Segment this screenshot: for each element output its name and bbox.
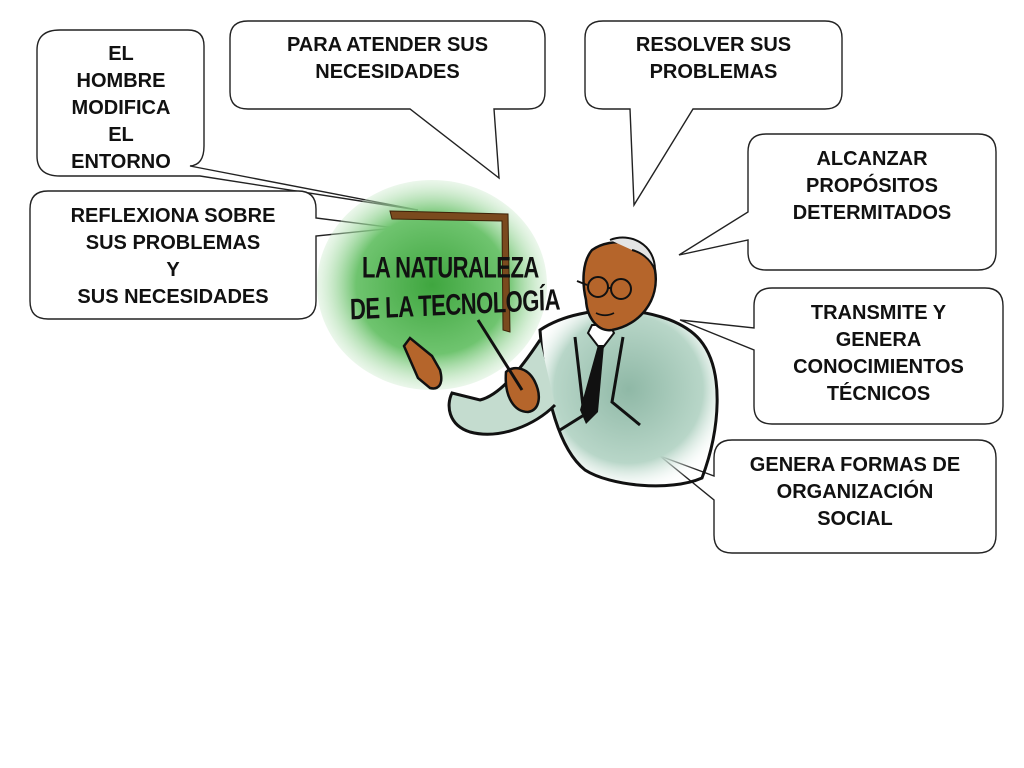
bubble-alcanzar-text: ALCANZAR PROPÓSITOS DETERMITADOS: [792, 148, 952, 224]
bubble-reflexiona-text: REFLEXIONA SOBRE SUS PROBLEMAS Y SUS NEC…: [70, 205, 276, 308]
bubble-transmite-text: TRANSMITE Y GENERA CONOCIMIENTOS TÉCNICO…: [793, 302, 964, 405]
bubble-alcanzar: [678, 133, 997, 271]
teacher-illustration: [402, 236, 719, 488]
bubble-resolver-text: RESOLVER SUS PROBLEMAS: [635, 34, 792, 83]
bubble-atender: [229, 20, 546, 180]
board-title-line1: LA NATURALEZA: [362, 250, 539, 285]
bubble-transmite: [679, 287, 1004, 425]
bubble-reflexiona: [29, 190, 396, 320]
bubble-atender-text: PARA ATENDER SUS NECESIDADES: [286, 34, 489, 83]
bubble-genera: [659, 439, 997, 554]
bubble-resolver: [584, 20, 843, 208]
bubble-hombre-text: EL HOMBRE MODIFICA EL ENTORNO: [71, 43, 171, 173]
bubble-genera-text: GENERA FORMAS DE ORGANIZACIÓN SOCIAL: [749, 454, 961, 530]
